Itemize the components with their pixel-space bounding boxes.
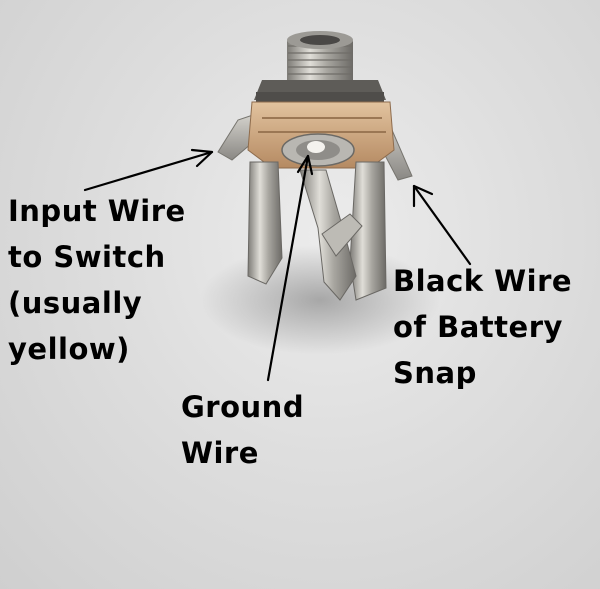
- ground-wire-label-line: Ground: [181, 390, 305, 424]
- black-wire-arrow: [412, 184, 472, 266]
- input-wire-label-line: (usually: [8, 286, 143, 320]
- ground-wire-label: Ground Wire: [181, 384, 304, 476]
- input-wire-label-line: to Switch: [8, 240, 166, 274]
- black-wire-label: Black Wire of Battery Snap: [393, 258, 572, 396]
- black-wire-label-line: Black Wire: [393, 264, 573, 298]
- input-wire-arrowhead: [190, 148, 214, 168]
- threaded-barrel: [287, 38, 353, 88]
- black-wire-label-line: of Battery: [393, 310, 563, 344]
- input-wire-label: Input Wire to Switch (usually yellow): [8, 188, 186, 372]
- lower-tab: [321, 213, 363, 257]
- black-wire-label-line: Snap: [393, 356, 477, 390]
- right-frame-arm: [349, 161, 387, 301]
- ground-wire-arrowhead: [296, 154, 314, 176]
- ground-wire-arrow: [266, 154, 310, 382]
- left-frame-arm: [247, 161, 283, 285]
- input-wire-label-line: yellow): [8, 332, 130, 366]
- input-wire-label-line: Input Wire: [8, 194, 186, 228]
- input-wire-arrow: [83, 150, 214, 192]
- black-wire-arrowhead: [412, 184, 434, 208]
- ground-wire-label-line: Wire: [181, 436, 259, 470]
